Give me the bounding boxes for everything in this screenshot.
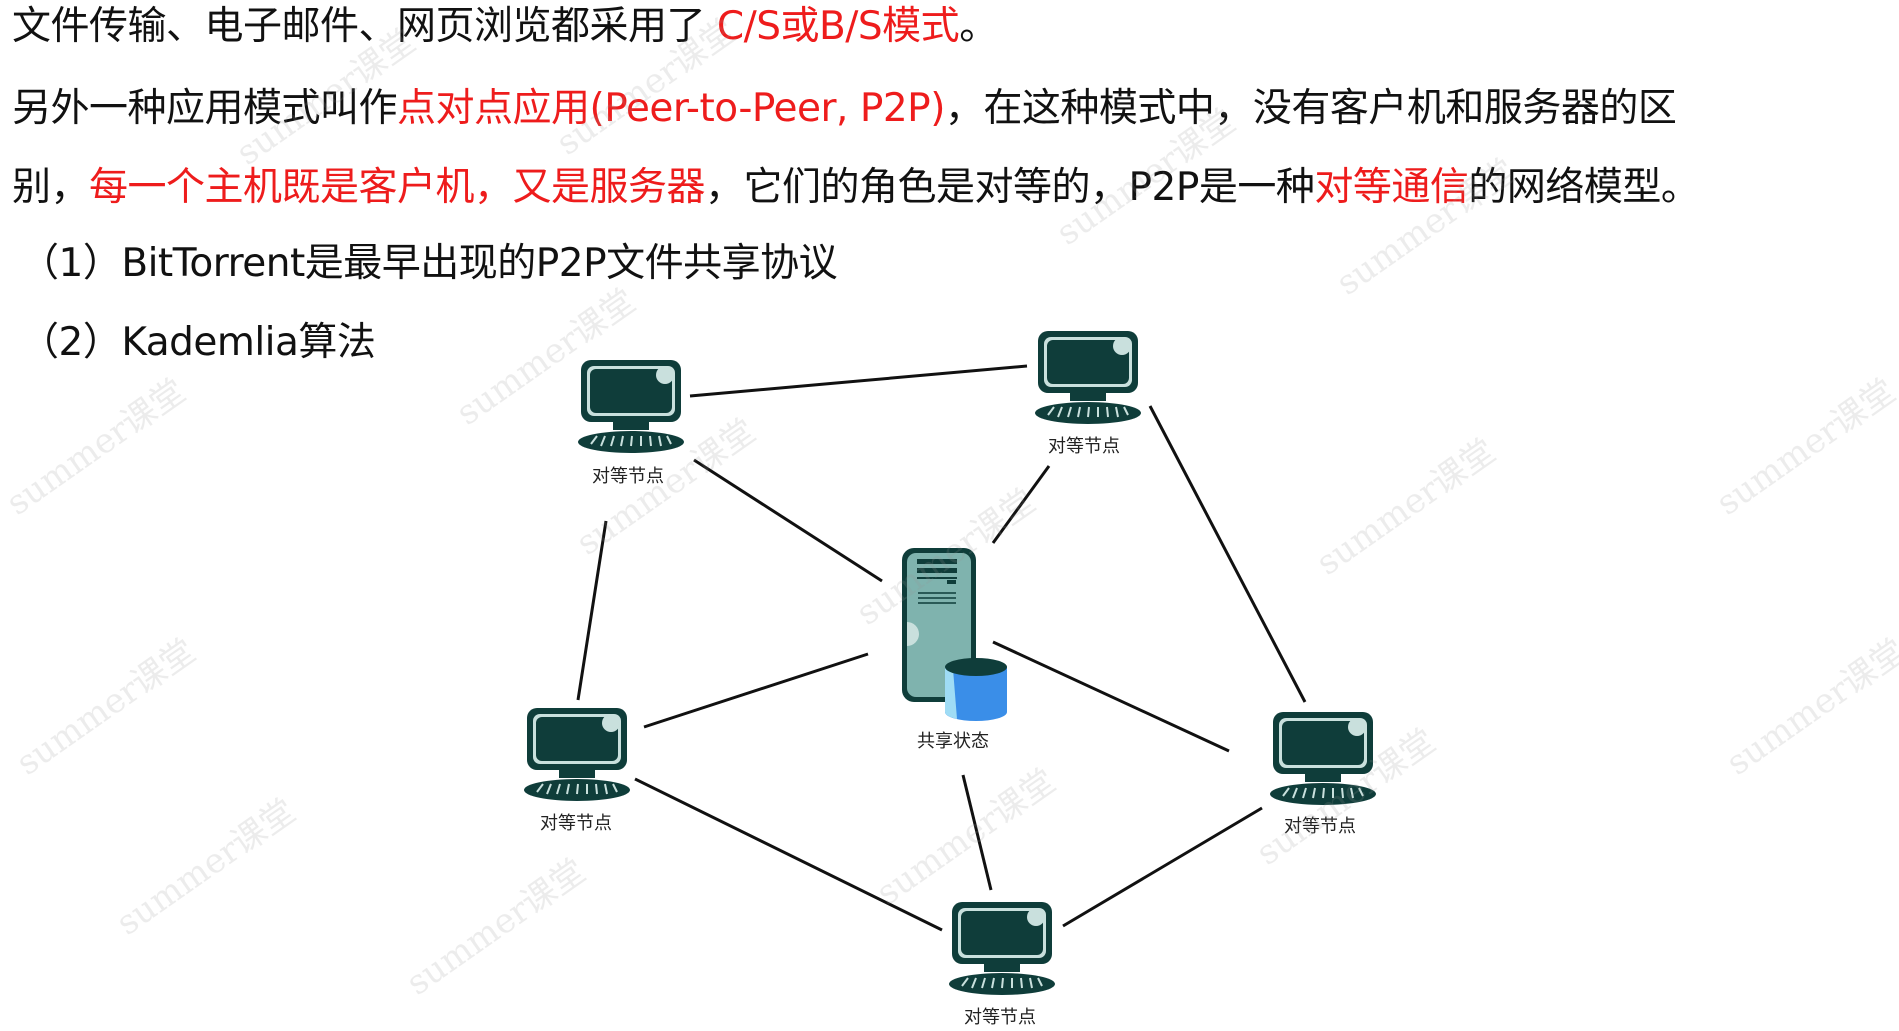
paragraph-line-2: 另外一种应用模式叫作点对点应用(Peer-to-Peer, P2P)，在这种模式… xyxy=(12,86,1677,132)
peer-label: 对等节点 xyxy=(1048,436,1120,457)
peer-label: 对等节点 xyxy=(964,1007,1036,1028)
connection-lines xyxy=(576,364,1307,932)
peer-label: 对等节点 xyxy=(540,813,612,834)
list-item-kademlia: （2）Kademlia算法 xyxy=(20,320,376,365)
peer-label: 对等节点 xyxy=(592,466,664,487)
text: ，它们的角色是对等的，P2P是一种 xyxy=(705,165,1315,210)
highlight-host-role: 每一个主机既是客户机，又是服务器 xyxy=(89,165,706,210)
link-server-c xyxy=(643,652,869,729)
list-item-bittorrent: （1）BitTorrent是最早出现的P2P文件共享协议 xyxy=(20,241,838,286)
peer-node-right: 对等节点 xyxy=(1269,711,1377,837)
highlight-cs-bs: C/S或B/S模式 xyxy=(716,4,960,49)
text: 文件传输、电子邮件、网页浏览都采用了 xyxy=(12,4,717,49)
database-icon xyxy=(945,658,1007,721)
highlight-peer-comm: 对等通信 xyxy=(1314,165,1469,210)
link-b-server xyxy=(991,465,1051,544)
link-b-d xyxy=(1148,405,1307,703)
link-d-e xyxy=(1062,806,1263,928)
highlight-p2p: 点对点应用(Peer-to-Peer, P2P) xyxy=(397,86,945,131)
peer-label: 对等节点 xyxy=(1284,816,1356,837)
paragraph-line-3: 别，每一个主机既是客户机，又是服务器，它们的角色是对等的，P2P是一种对等通信的… xyxy=(12,165,1700,211)
text: 另外一种应用模式叫作 xyxy=(12,86,398,131)
text: ，在这种模式中，没有客户机和服务器的区 xyxy=(944,86,1677,131)
peer-node-left: 对等节点 xyxy=(523,707,631,834)
link-c-e xyxy=(634,777,943,932)
computer-icon xyxy=(1034,330,1142,425)
text: 。 xyxy=(959,4,998,49)
peer-node-top-left: 对等节点 xyxy=(577,359,685,487)
computer-icon xyxy=(523,707,631,802)
text: 别， xyxy=(12,165,90,210)
shared-state-server: 共享状态 xyxy=(902,548,1007,752)
server-label: 共享状态 xyxy=(917,731,989,752)
text: 的网络模型。 xyxy=(1468,165,1700,210)
link-a-b xyxy=(689,364,1028,398)
link-server-d xyxy=(992,640,1230,753)
peer-node-bottom: 对等节点 xyxy=(948,901,1056,1028)
link-server-e xyxy=(961,774,993,891)
link-a-server xyxy=(693,458,883,583)
link-a-c xyxy=(576,520,608,701)
paragraph-line-1: 文件传输、电子邮件、网页浏览都采用了 C/S或B/S模式。 xyxy=(12,4,998,50)
peer-node-top-right: 对等节点 xyxy=(1034,330,1142,457)
computer-icon xyxy=(948,901,1056,996)
computer-icon xyxy=(577,359,685,454)
computer-icon xyxy=(1269,711,1377,806)
